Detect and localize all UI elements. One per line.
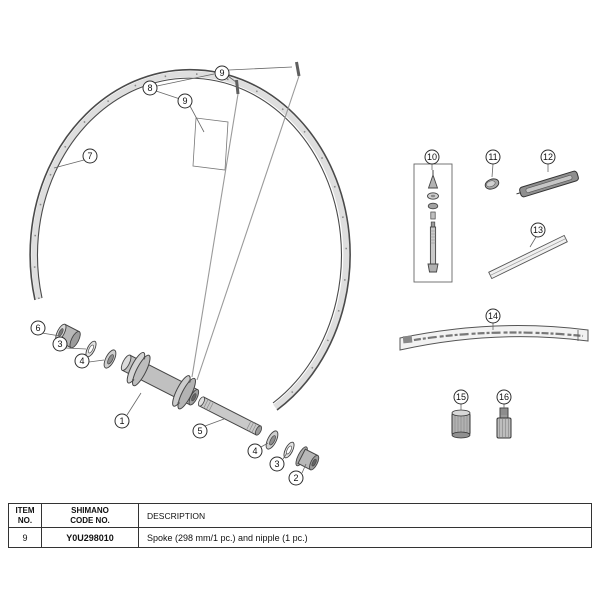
hub-shell [120,351,200,410]
callout-3-left: 3 [52,336,68,352]
svg-text:6: 6 [35,323,40,333]
hub-bearing-right [265,430,279,450]
svg-text:2: 2 [293,473,298,483]
hub-end-cap-right [295,446,320,471]
callout-1: 1 [114,413,130,429]
spoke-2 [196,75,300,381]
row-code-no: Y0U298010 [42,528,139,547]
col-header-code-no: SHIMANO CODE NO. [42,504,139,528]
spoke-1 [191,93,239,378]
spokes [191,61,301,381]
hub-axle [197,396,263,436]
rim-tape-print [407,331,584,343]
hub-bearing-left [103,349,117,369]
callout-15: 15 [453,389,469,405]
callout-4-right: 4 [247,443,263,459]
spoke-nipple-1 [235,79,240,95]
svg-text:5: 5 [197,426,202,436]
spoke-nipple-2 [295,61,301,77]
rim-tape [399,325,589,351]
parts-table: ITEM NO. SHIMANO CODE NO. DESCRIPTION 9 … [8,503,592,548]
callout-13: 13 [530,222,546,238]
parts-diagram: 9 8 9 7 10 11 12 13 14 6 3 4 1 5 4 3 2 [29,61,589,486]
callout-4-left: 4 [74,353,90,369]
callout-11: 11 [485,149,501,165]
callout-12: 12 [540,149,556,165]
svg-text:14: 14 [488,311,498,321]
svg-text:7: 7 [87,151,92,161]
hub-end-cap-left [55,323,81,349]
col-header-code-line1: SHIMANO [71,506,109,516]
valve-core-part [430,211,436,220]
callout-leaders [41,66,549,474]
callout-3-right: 3 [269,456,285,472]
valve-grommet [451,409,471,439]
rim-inner-wall [36,77,343,404]
flat-tool [488,234,568,280]
col-header-code-line2: CODE NO. [70,515,110,525]
valve-base [427,263,439,273]
col-header-description: DESCRIPTION [139,504,591,528]
callout-10: 10 [424,149,440,165]
valve-cap [484,178,500,190]
svg-text:15: 15 [456,392,466,402]
svg-text:16: 16 [499,392,509,402]
col-header-item-line1: ITEM [15,506,35,516]
svg-text:8: 8 [147,83,152,93]
svg-text:13: 13 [533,225,543,235]
valve-parts-box [413,163,453,283]
callout-9-top: 9 [214,65,230,81]
svg-text:3: 3 [274,459,279,469]
row-description: Spoke (298 mm/1 pc.) and nipple (1 pc.) [147,532,308,543]
svg-text:4: 4 [252,446,257,456]
svg-text:9: 9 [182,96,187,106]
callout-8: 8 [142,80,158,96]
rim-shading [31,71,350,410]
svg-text:11: 11 [488,152,497,162]
callout-14: 14 [485,308,501,324]
detail-box [192,117,229,171]
valve-adapter [496,407,512,439]
svg-text:10: 10 [427,152,437,162]
callout-7: 7 [82,148,98,164]
valve-wrench [516,170,579,198]
col-header-item-line2: NO. [17,515,33,525]
callout-9-mid: 9 [177,93,193,109]
col-header-item-no: ITEM NO. [9,504,42,528]
valve-ring-2 [427,202,439,210]
callout-6: 6 [30,320,46,336]
svg-text:12: 12 [543,152,553,162]
rim-outer-wall [29,68,351,411]
hub-seal-right [283,441,295,459]
valve-cone [427,173,439,189]
wheel-rim [29,68,351,411]
hub-seal-left [85,340,97,358]
svg-text:1: 1 [119,416,124,426]
callout-5: 5 [192,423,208,439]
callout-2: 2 [288,470,304,486]
callout-16: 16 [496,389,512,405]
row-item-no: 9 [9,528,42,547]
svg-text:4: 4 [79,356,84,366]
valve-stem [429,226,437,265]
svg-text:9: 9 [219,68,224,78]
svg-text:3: 3 [57,339,62,349]
